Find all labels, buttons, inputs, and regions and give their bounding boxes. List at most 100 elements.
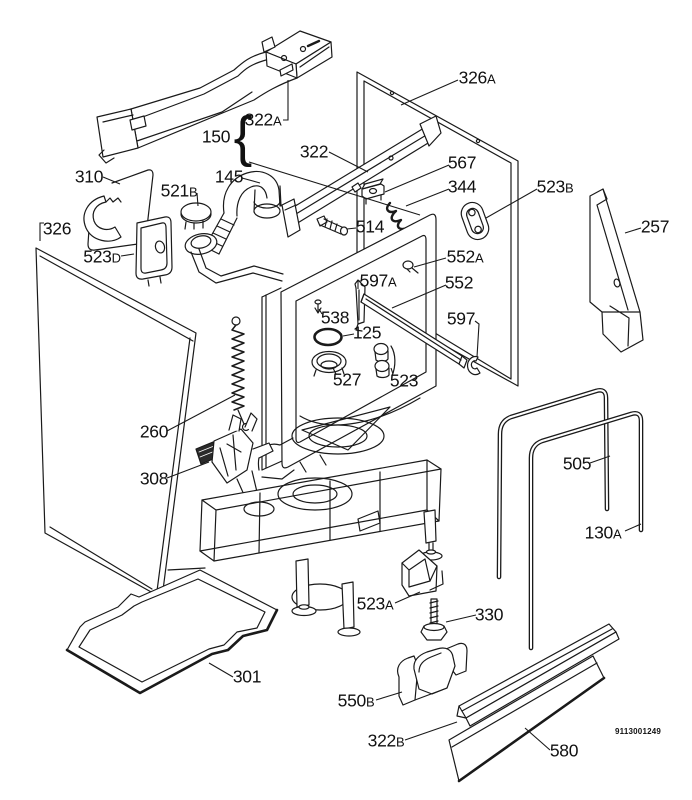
part-344-wire-clip <box>385 201 416 231</box>
leader-line-597A <box>357 280 362 289</box>
part-label-521B: 521B <box>160 180 198 201</box>
leader-line-538 <box>318 308 323 315</box>
part-523B-grommet <box>460 201 490 241</box>
leader-line-330 <box>445 614 477 623</box>
part-label-130A: 130A <box>584 522 622 543</box>
part-label-150-brace: { <box>233 104 253 168</box>
leader-line-322A <box>283 80 289 121</box>
leader-line-550B <box>375 691 403 701</box>
part-330-foot-bolt <box>420 598 448 641</box>
leader-line-523D <box>120 253 135 257</box>
part-580-plinth-strip <box>448 655 606 783</box>
leader-line-301 <box>208 662 234 678</box>
leader-line-514 <box>346 227 357 230</box>
part-label-150: 150 <box>201 126 231 147</box>
part-label-suffix-523A: A <box>384 597 394 613</box>
part-label-550B: 550B <box>337 690 375 711</box>
part-label-suffix-552A: A <box>474 250 484 266</box>
leader-line-552 <box>391 284 447 309</box>
leader-line-597 <box>474 320 480 358</box>
part-label-301: 301 <box>232 666 262 687</box>
part-322-top-rail <box>281 115 442 238</box>
part-label-597: 597 <box>446 308 476 329</box>
leader-line-326A <box>400 79 459 106</box>
part-521B-cap <box>180 202 212 230</box>
leader-line-260 <box>166 394 236 432</box>
part-label-322: 322 <box>299 141 329 162</box>
part-567-clip <box>361 178 385 205</box>
leader-line-580 <box>524 727 551 751</box>
part-label-suffix-523D: D <box>111 250 121 266</box>
part-label-suffix-326A: A <box>486 71 496 87</box>
part-label-322A: 322A <box>244 109 282 130</box>
leader-line-130A <box>624 523 642 532</box>
part-label-310: 310 <box>74 166 104 187</box>
part-label-308: 308 <box>139 468 169 489</box>
part-label-523: 523 <box>389 370 419 391</box>
part-308-door-latch <box>195 412 274 498</box>
part-322B-rail <box>456 623 620 727</box>
part-label-suffix-550B: B <box>365 694 375 710</box>
leader-line-322 <box>328 151 369 173</box>
part-label-552: 552 <box>444 272 474 293</box>
part-523A-bracket <box>401 549 444 597</box>
leader-line-567 <box>384 164 450 193</box>
part-550B-clamp <box>396 642 468 706</box>
part-label-344: 344 <box>447 176 477 197</box>
part-514-screw <box>316 215 349 236</box>
leader-line-257 <box>624 227 642 234</box>
leader-line-523B <box>485 188 538 219</box>
part-label-514: 514 <box>355 216 385 237</box>
part-523-knobs <box>373 342 396 379</box>
part-label-523D: 523D <box>83 246 121 267</box>
part-label-523A: 523A <box>356 593 394 614</box>
leader-line-523 <box>390 367 394 375</box>
drawing-number: 9113001249 <box>615 727 662 736</box>
leader-line-145 <box>241 177 261 184</box>
part-label-322B: 322B <box>367 730 405 751</box>
part-301-base-tray <box>65 567 279 695</box>
part-tub-assembly <box>257 213 437 480</box>
part-label-260: 260 <box>139 421 169 442</box>
leader-line-125 <box>342 333 355 337</box>
part-505-door-seal <box>496 388 610 580</box>
part-125-oring <box>313 327 343 347</box>
part-label-330: 330 <box>474 604 504 625</box>
part-label-suffix-322B: B <box>395 734 405 750</box>
part-597A-strip <box>354 279 366 332</box>
leader-line-523A <box>394 591 421 604</box>
part-label-523B: 523B <box>536 176 574 197</box>
part-130A-door-seal <box>528 411 644 651</box>
leader-line-552A <box>413 257 447 268</box>
leader-line-326 <box>39 222 44 241</box>
part-label-527: 527 <box>332 369 362 390</box>
part-label-326A: 326A <box>458 67 496 88</box>
part-label-suffix-597A: A <box>387 274 397 290</box>
part-label-552A: 552A <box>446 246 484 267</box>
part-label-145: 145 <box>214 166 244 187</box>
part-label-125: 125 <box>352 322 382 343</box>
leader-line-310 <box>102 176 121 185</box>
part-label-suffix-523B: B <box>564 180 574 196</box>
part-label-597A: 597A <box>359 270 397 291</box>
part-label-505: 505 <box>562 453 592 474</box>
part-552A-pin <box>402 260 419 274</box>
part-552-rail <box>360 293 468 369</box>
part-523D-cover <box>135 216 173 287</box>
leader-line-150 <box>248 161 421 216</box>
leader-line-322B <box>404 721 458 741</box>
part-597-clip <box>466 355 481 376</box>
part-label-suffix-322A: A <box>272 113 282 129</box>
part-150-worktop-assembly <box>96 30 333 164</box>
part-label-suffix-521B: B <box>188 184 198 200</box>
part-145-drain-hose <box>184 170 284 284</box>
part-label-567: 567 <box>447 152 477 173</box>
part-label-580: 580 <box>549 740 579 761</box>
leader-line-521B <box>196 192 199 207</box>
part-base-frame <box>199 459 443 637</box>
part-label-suffix-130A: A <box>612 526 622 542</box>
part-label-326: 326 <box>42 218 72 239</box>
